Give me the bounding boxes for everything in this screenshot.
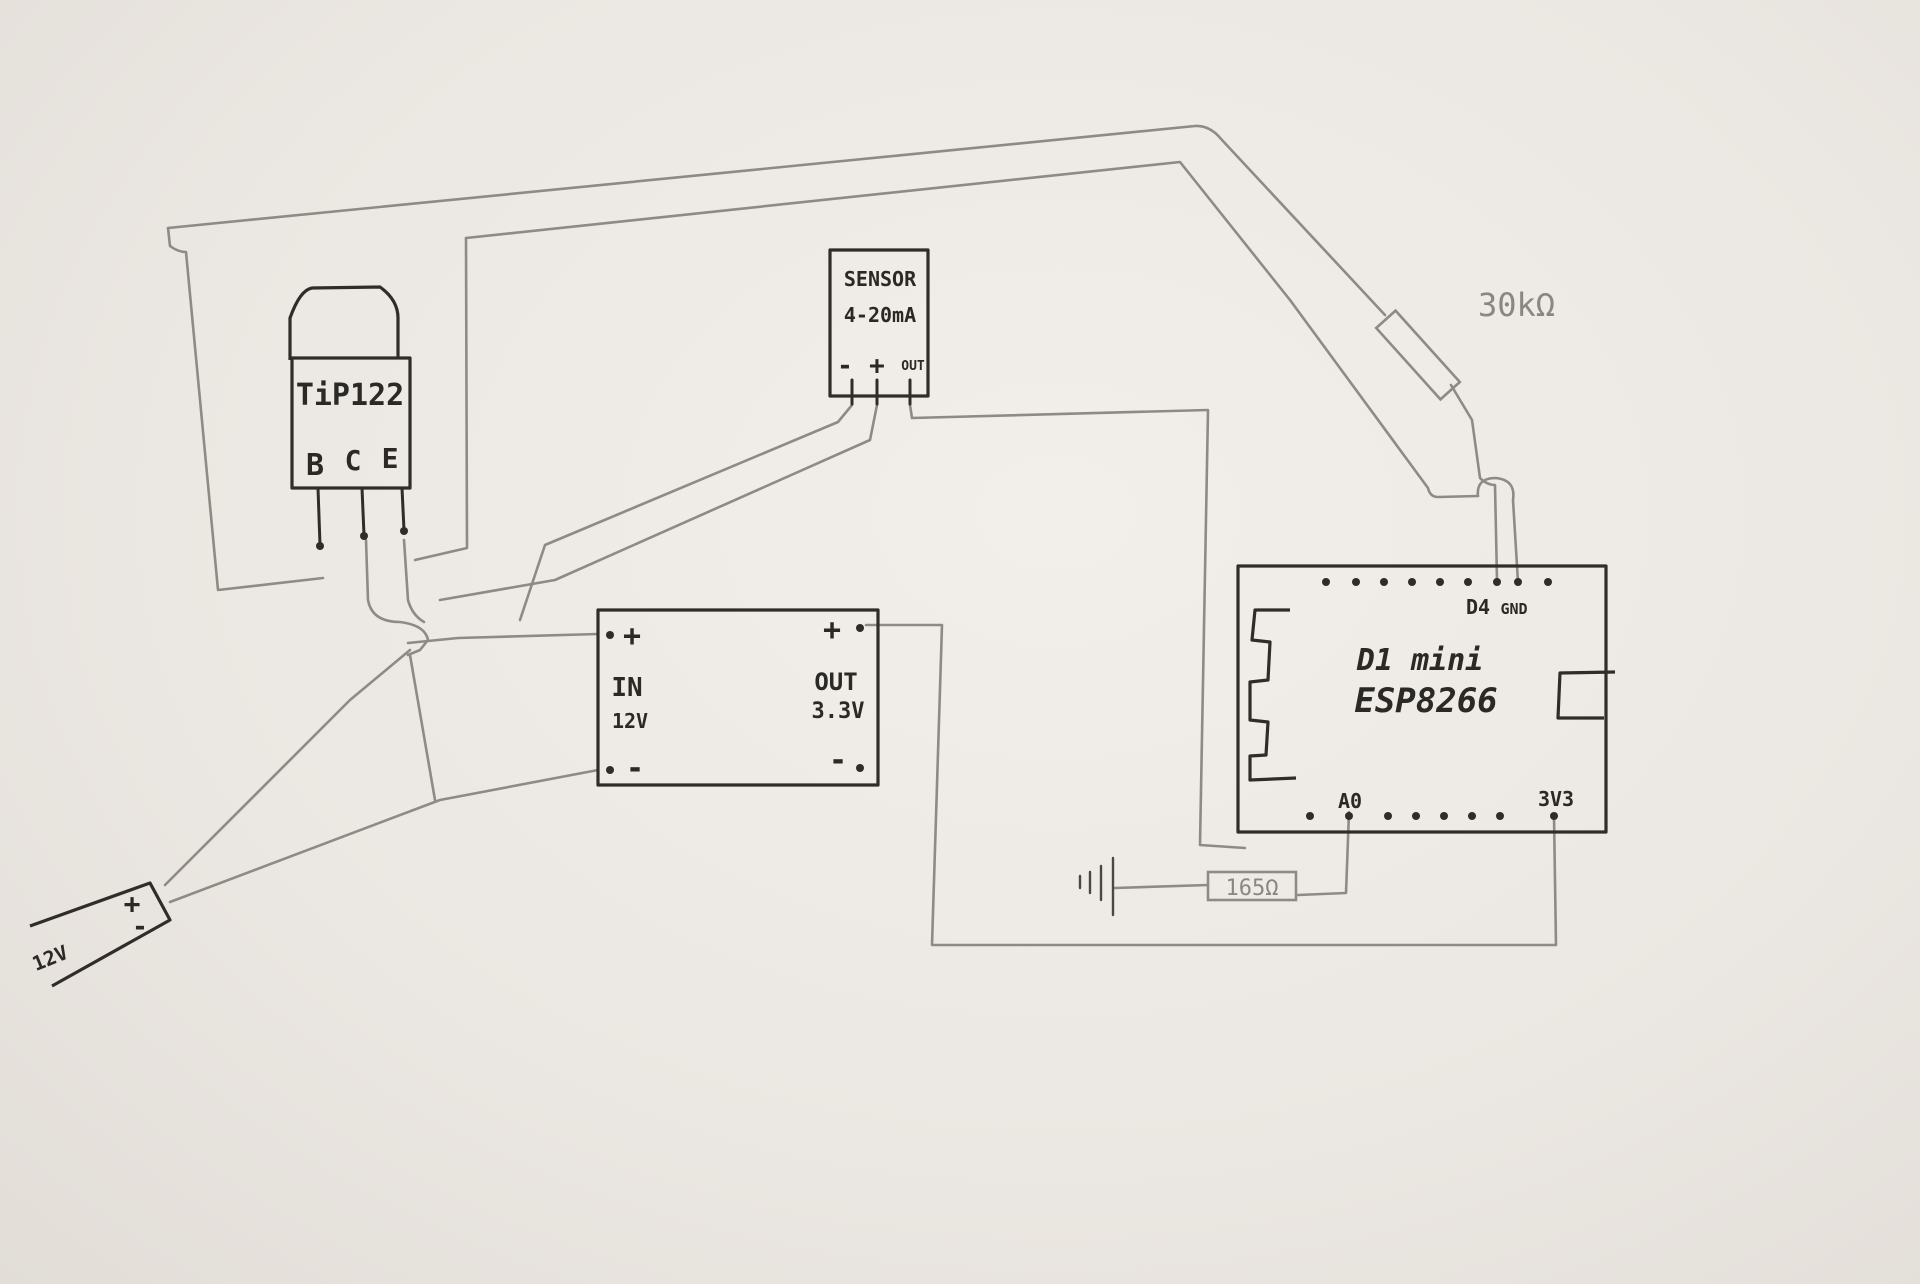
regulator-in-minus: - (626, 751, 644, 786)
regulator-body (596, 608, 880, 787)
resistor-165-body (1206, 870, 1298, 902)
mcu-pin-d4: D4 (1466, 595, 1490, 619)
regulator-in-plus: + (623, 619, 641, 654)
wire-in-minus-to-12v-minus (168, 768, 600, 904)
transistor-label: TiP122 (296, 378, 404, 413)
mcu-bottom-header (1306, 812, 1558, 820)
resistor-30k-label: 30kΩ (1478, 286, 1555, 324)
sensor-pin-plus: + (869, 351, 885, 381)
regulator-in-label: IN (611, 673, 642, 703)
resistor-30k: 30kΩ (1374, 286, 1555, 402)
regulator-out-voltage: 3.3V (812, 699, 865, 724)
transistor-tab (288, 285, 400, 360)
mcu-top-header (1322, 578, 1552, 586)
sensor-label-line2: 4-20mA (844, 303, 916, 327)
mcu-pin-gnd: GND (1500, 600, 1527, 618)
resistor-165-label: 165Ω (1226, 876, 1279, 901)
transistor-leg-e (400, 486, 406, 532)
wire-165-to-ground (1113, 883, 1210, 890)
sensor-label-line1: SENSOR (844, 267, 917, 291)
power-input-voltage: 12V (29, 940, 71, 976)
regulator-out-label: OUT (814, 668, 857, 696)
wire-30k-to-d4 (1449, 383, 1499, 582)
wire-sensor-minus (518, 403, 854, 622)
ground-symbol (1078, 856, 1115, 917)
wire-sensor-out (908, 403, 1247, 850)
mcu-pin-3v3: 3V3 (1538, 787, 1574, 811)
transistor-leg-c (360, 486, 366, 537)
wire-out-plus-to-3v3 (864, 623, 1558, 947)
voltage-regulator: + IN 12V - + OUT 3.3V - (596, 608, 880, 787)
mcu-antenna (1248, 608, 1297, 782)
wire-sensor-plus (438, 403, 879, 602)
power-input-plus: + (124, 887, 141, 920)
wire-collector (364, 538, 430, 657)
transistor-body (290, 356, 412, 490)
sensor-4-20ma: SENSOR 4-20mA - + OUT (828, 248, 930, 406)
power-input-12v: + - 12V (29, 881, 172, 988)
power-input-plug (29, 881, 172, 988)
mcu-label-line1: D1 mini (1356, 643, 1483, 678)
wire-junction-to-12v-plus (163, 648, 412, 887)
transistor-pin-b: B (306, 448, 324, 483)
wires (163, 124, 1558, 947)
sensor-body (828, 248, 930, 398)
wire-junction-to-in-plus (406, 632, 600, 645)
wire-top-left-down (166, 226, 325, 592)
wire-inner-left-down (413, 236, 469, 562)
mcu-body (1236, 564, 1608, 834)
wire-junction-down (408, 653, 437, 802)
wire-top-loop (166, 124, 1387, 317)
power-input-minus: - (132, 912, 148, 942)
wire-a0-to-165 (1296, 810, 1351, 897)
mcu-label-line2: ESP8266 (1354, 681, 1497, 721)
transistor-pin-e: E (382, 442, 399, 475)
d1-mini-esp8266: D4 GND D1 mini ESP8266 A0 3V3 (1236, 564, 1616, 834)
sensor-pin-minus: - (837, 351, 853, 381)
regulator-out-plus: + (823, 613, 841, 648)
mcu-pin-a0: A0 (1338, 789, 1362, 813)
transistor-pin-c: C (345, 444, 362, 477)
transistor-leg-b (316, 486, 322, 547)
regulator-out-minus: - (829, 743, 847, 778)
wire-emitter (402, 538, 426, 624)
sensor-pin-out: OUT (901, 359, 925, 374)
resistor-165: 165Ω (1206, 870, 1298, 902)
transistor-tip122: TiP122 B C E (288, 285, 412, 550)
wire-inner-loop (464, 160, 1480, 499)
resistor-30k-body (1374, 308, 1462, 402)
regulator-in-voltage: 12V (612, 709, 648, 733)
mcu-usb-port (1556, 670, 1616, 720)
wire-gnd-hop (1476, 476, 1520, 584)
